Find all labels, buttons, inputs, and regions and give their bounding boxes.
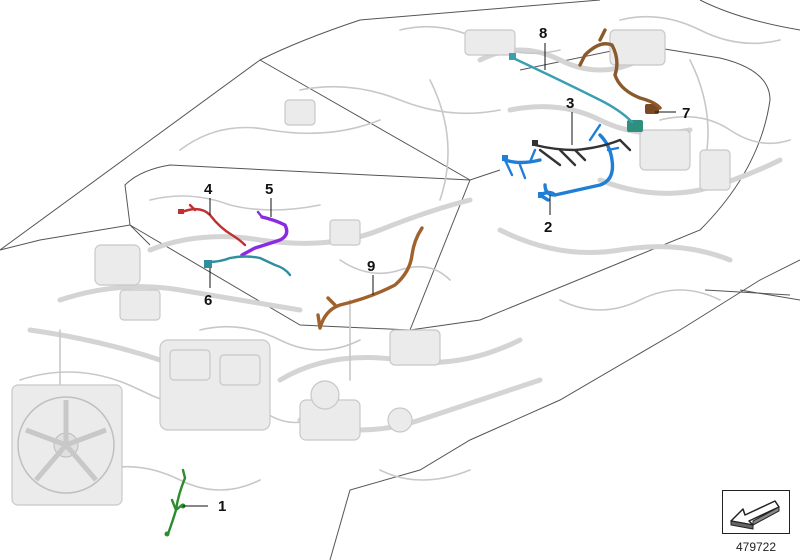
view-direction-arrow-icon [730,500,780,530]
harness-4 [178,203,247,247]
orientation-box [722,490,790,534]
harness-2 [502,123,620,202]
harness-3 [532,138,632,167]
callout-8[interactable]: 8 [539,25,547,42]
callout-2[interactable]: 2 [544,219,552,236]
harness-1 [164,468,187,537]
callout-5[interactable]: 5 [265,181,273,198]
callout-1[interactable]: 1 [218,498,226,515]
callout-3[interactable]: 3 [566,95,574,112]
harness-9 [316,28,662,330]
harness-5 [240,210,289,257]
background-components [11,15,791,506]
callout-7[interactable]: 7 [682,105,690,122]
harness-8 [509,53,634,124]
callout-4[interactable]: 4 [204,181,213,198]
reference-number: 479722 [735,540,777,554]
callout-6[interactable]: 6 [204,292,212,309]
leader-lines [183,43,676,507]
callout-9[interactable]: 9 [367,258,375,275]
harness-7 [627,104,659,132]
harness-6 [204,255,292,277]
